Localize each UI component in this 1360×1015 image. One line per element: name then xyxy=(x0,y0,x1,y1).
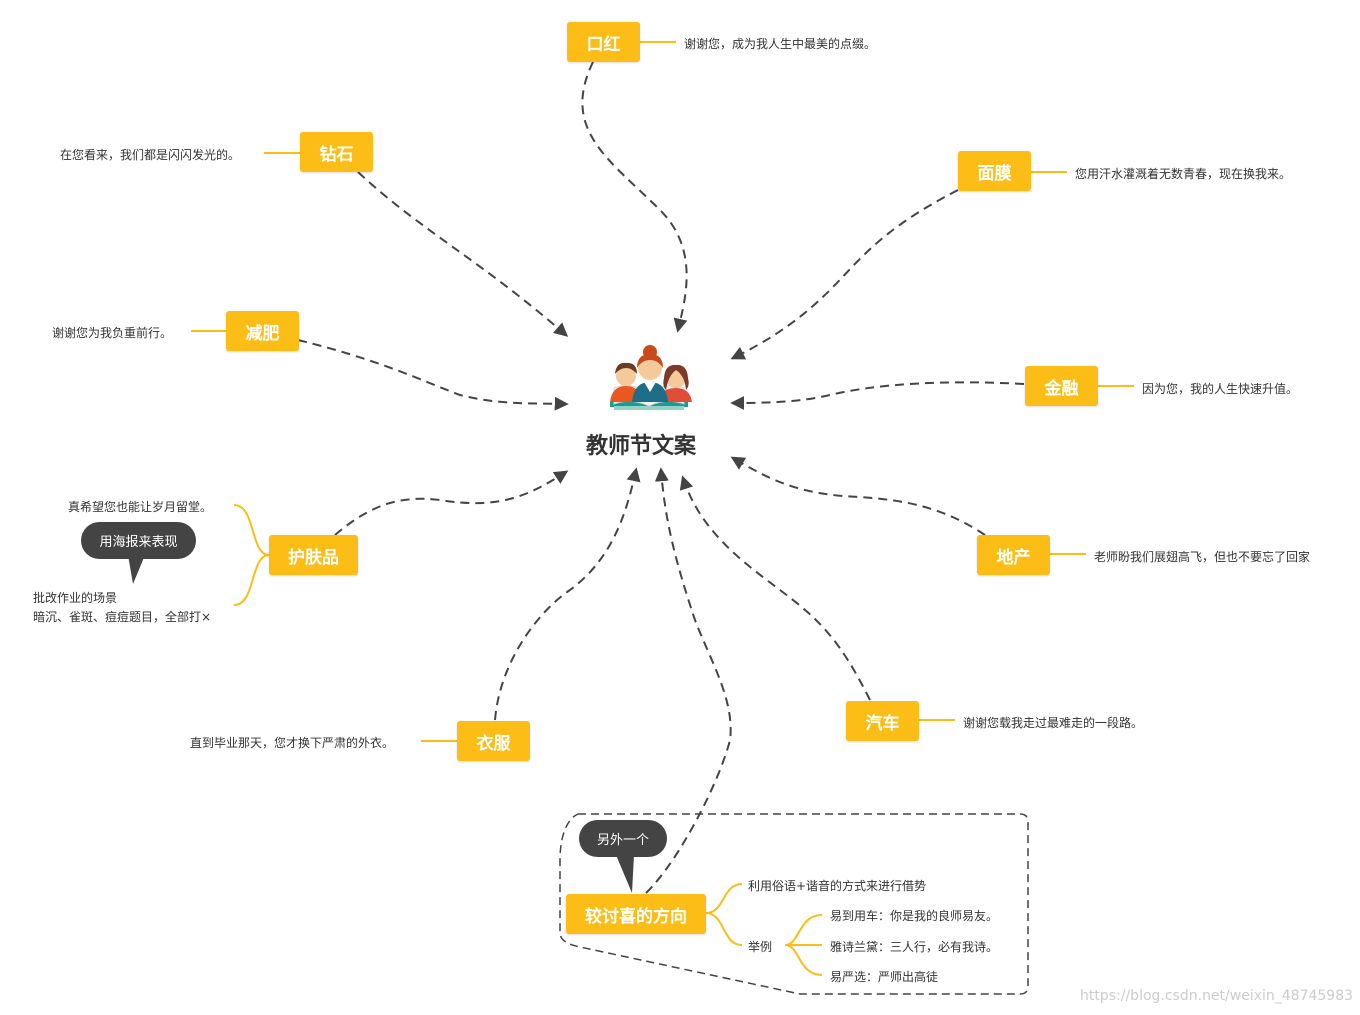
connector-jianfei xyxy=(297,339,569,411)
topic-jianfei[interactable]: 减肥 xyxy=(226,311,299,351)
note-dichan: 老师盼我们展翅高飞，但也不要忘了回家 xyxy=(1094,550,1311,564)
topic-taoxi[interactable]: 较讨喜的方向 xyxy=(566,894,706,934)
note-taoxi-example-label: 举例 xyxy=(748,940,773,954)
note-qiche: 谢谢您载我走过最难走的一段路。 xyxy=(963,716,1144,730)
note-jinrong: 因为您，我的人生快速升值。 xyxy=(1142,382,1299,396)
note-taoxi-method: 利用俗语+谐音的方式来进行借势 xyxy=(748,879,927,893)
group-boundary xyxy=(559,813,1029,995)
note-kouhong: 谢谢您，成为我人生中最美的点缀。 xyxy=(684,37,877,51)
callout-another: 另外一个 xyxy=(579,820,667,857)
topic-dichan[interactable]: 地产 xyxy=(977,535,1050,575)
connector-yifu xyxy=(494,467,641,721)
note-yifu: 直到毕业那天，您才换下严肃的外衣。 xyxy=(190,736,395,750)
connector-mianmo xyxy=(730,189,959,360)
topic-zuanshi[interactable]: 钻石 xyxy=(300,132,373,172)
note-hufupin-scene: 批改作业的场景 xyxy=(33,591,118,605)
speech-bubble-tails xyxy=(128,555,634,893)
example-item: 易到用车：你是我的良师易友。 xyxy=(830,909,999,923)
topic-qiche[interactable]: 汽车 xyxy=(846,701,919,741)
topic-hufupin[interactable]: 护肤品 xyxy=(269,535,358,575)
central-topic-title[interactable]: 教师节文案 xyxy=(586,434,697,459)
example-item: 雅诗兰黛：三人行，必有我诗。 xyxy=(830,940,999,954)
watermark: https://blog.csdn.net/weixin_48745983 xyxy=(1080,988,1354,1004)
note-hufupin-detail: 暗沉、雀斑、痘痘题目，全部打× xyxy=(33,610,212,624)
connector-taoxi xyxy=(645,467,732,894)
topic-kouhong[interactable]: 口红 xyxy=(567,22,640,62)
topic-yifu[interactable]: 衣服 xyxy=(457,721,530,761)
note-jianfei: 谢谢您为我负重前行。 xyxy=(52,326,173,340)
connector-zuanshi xyxy=(357,171,569,337)
teachers-with-book-icon xyxy=(610,345,692,410)
connector-jinrong xyxy=(730,381,1025,410)
connector-qiche xyxy=(679,475,871,701)
connector-kouhong xyxy=(581,61,688,333)
topic-mianmo[interactable]: 面膜 xyxy=(958,151,1031,191)
example-item: 易严选：严师出高徒 xyxy=(830,970,939,984)
connector-dichan xyxy=(730,456,986,536)
note-hufupin: 真希望您也能让岁月留堂。 xyxy=(68,500,213,514)
note-mianmo: 您用汗水灌溉着无数青春，现在换我来。 xyxy=(1075,167,1292,181)
connector-hufupin xyxy=(334,470,569,536)
callout-poster: 用海报来表现 xyxy=(81,522,196,559)
note-zuanshi: 在您看来，我们都是闪闪发光的。 xyxy=(60,148,241,162)
topic-jinrong[interactable]: 金融 xyxy=(1025,366,1098,406)
